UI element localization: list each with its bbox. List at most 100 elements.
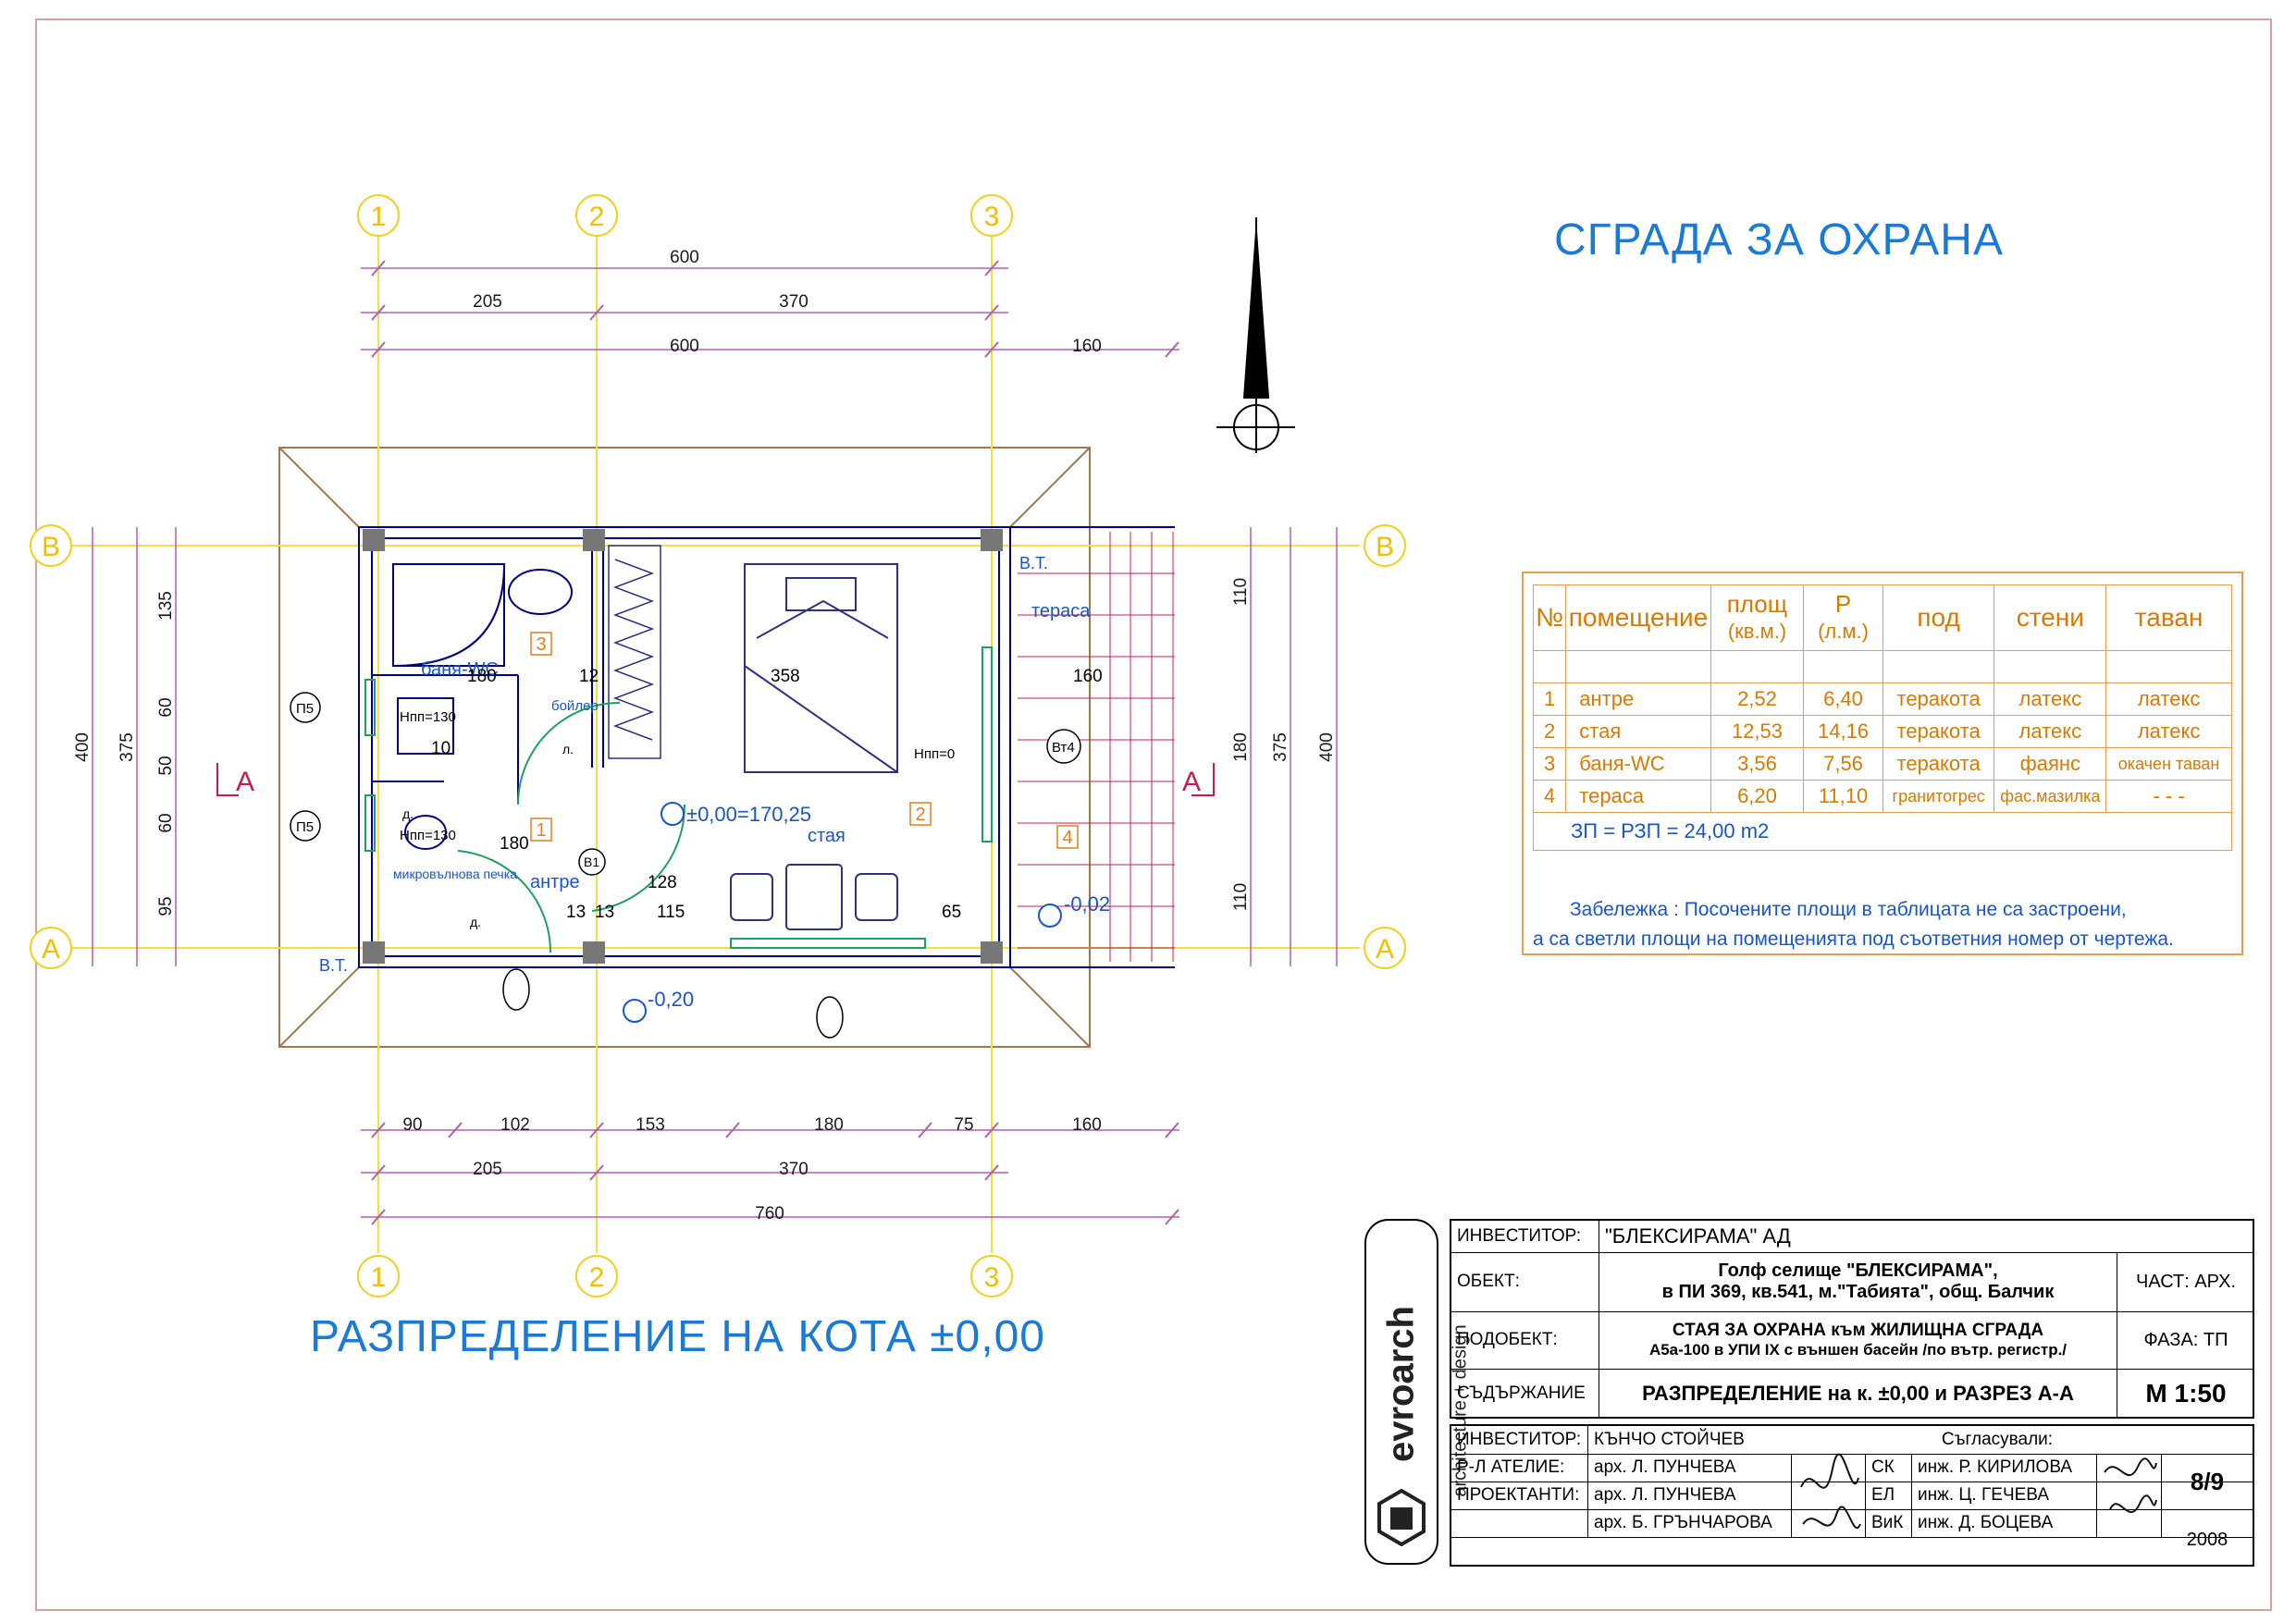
axis-bubbles	[30, 194, 1406, 1297]
dim-right-180: 180	[1231, 732, 1251, 762]
content-label: СЪДЪРЖАНИЕ	[1451, 1369, 1599, 1419]
vik-label: ВиК	[1866, 1509, 1912, 1537]
axis-1-bottom	[357, 1255, 400, 1297]
level-main-icon	[660, 802, 685, 826]
company-logo: evroarch architecture + design	[1364, 1219, 1471, 1565]
designer1-value: арх. Л. ПУНЧЕВА	[1588, 1482, 1792, 1509]
room-schedule-table: № помещение площ (кв.м.) P (л.м.) под ст…	[1522, 572, 2243, 955]
axis-2-top	[575, 194, 618, 237]
room-number-boxes	[530, 632, 1079, 849]
summary-row: ЗП = РЗП = 24,00 m2	[1533, 812, 2232, 851]
dim-right-400: 400	[1317, 732, 1337, 762]
col-walls: стени	[1994, 584, 2107, 651]
tag-vt4	[1046, 729, 1081, 764]
room-number-text: 3 1 2 4	[536, 634, 1072, 848]
col-p: P (л.м.)	[1803, 584, 1883, 651]
label-level-outside: -0,20	[648, 988, 694, 1011]
label-vt-top: В.Т.	[1019, 554, 1048, 572]
axis-1-top-label: 1	[371, 202, 387, 232]
dim-i-13b: 13	[595, 903, 614, 922]
col-area-top: площ	[1726, 590, 1788, 618]
table-row: 3 баня-WC 3,56 7,56 теракота фаянс окаче…	[1532, 747, 2232, 781]
label-vt4: Вт4	[1052, 740, 1075, 756]
logo-mark-icon	[1377, 1489, 1426, 1546]
vik-value: инж. Д. БОЦЕВА	[1912, 1509, 2097, 1537]
level-markers	[623, 802, 1062, 1023]
dim-bot-90: 90	[402, 1115, 422, 1135]
title-block-main: ИНВЕСТИТОР: "БЛЕКСИРАМА" АД ОБЕКТ: Голф …	[1450, 1219, 2254, 1419]
note-line-2: а са светли площи на помещенията под съо…	[1533, 928, 2174, 950]
wardrobe	[608, 545, 661, 759]
dim-i-91: 10	[431, 739, 451, 758]
head-value: арх. Л. ПУНЧЕВА	[1588, 1454, 1792, 1482]
dim-right-375: 375	[1271, 732, 1290, 762]
dim-left-60b: 60	[156, 813, 176, 832]
room-num-4: 4	[1062, 828, 1072, 848]
label-antre: антре	[530, 872, 580, 892]
object-label: ОБЕКТ:	[1451, 1252, 1599, 1311]
bed	[744, 563, 898, 773]
dim-bot-153: 153	[636, 1115, 665, 1135]
axis-b-right	[1364, 524, 1406, 567]
axis-a-left	[30, 927, 72, 969]
title-block: evroarch architecture + design ИНВЕСТИТО…	[1364, 1219, 2256, 1567]
col-area: площ (кв.м.)	[1710, 584, 1805, 651]
investor2-label: ИНВЕСТИТОР:	[1451, 1426, 1588, 1454]
dim-left-95: 95	[156, 896, 176, 916]
drawing-frame	[35, 18, 2272, 1611]
dim-bot-205: 205	[473, 1160, 502, 1179]
section-a-left: А	[236, 767, 254, 797]
agreed-label: Съгласували:	[1941, 1430, 2054, 1449]
el-label: ЕЛ	[1866, 1482, 1912, 1509]
label-l1: л.	[562, 742, 574, 756]
dim-left-135: 135	[156, 591, 176, 621]
dim-bot-75: 75	[954, 1115, 973, 1135]
dim-bot-160: 160	[1072, 1115, 1102, 1135]
axis-3-top	[970, 194, 1013, 237]
dim-i-180: 180	[467, 667, 497, 686]
dimension-ticks	[371, 260, 1179, 1225]
table-note: Забележка : Посочените площи в таблицата…	[1533, 895, 2236, 954]
room-num-3: 3	[536, 634, 546, 655]
label-p5a: П5	[296, 701, 314, 717]
investor-value: "БЛЕКСИРАМА" АД	[1605, 1224, 1791, 1248]
label-npp-window: Нпп=0	[914, 746, 955, 762]
dim-left-400: 400	[73, 732, 93, 762]
axis-a-right-label: A	[1376, 934, 1394, 965]
section-a-right: А	[1182, 767, 1201, 797]
room-labels: баня-WC бойлер стая антре тераса В.Т. В.…	[296, 554, 1110, 1011]
dimension-text: 600 205 370 600 160 90 102 153 180 75 16…	[402, 248, 1101, 1223]
subobject-label: ПОДОБЕКТ:	[1451, 1311, 1599, 1369]
dim-bot-760: 760	[755, 1204, 784, 1223]
dim-i-50: 65	[942, 903, 961, 922]
dim-i-115: 115	[657, 903, 685, 922]
dim-bot-370: 370	[779, 1160, 809, 1179]
dim-i-358: 358	[771, 667, 800, 686]
grid-lines	[65, 236, 1360, 1253]
sk-value: инж. Р. КИРИЛОВА	[1912, 1454, 2097, 1482]
subobject-value: СТАЯ ЗА ОХРАНА към ЖИЛИЩНА СГРАДА А5а-10…	[1599, 1311, 2117, 1369]
subobject-line-1: СТАЯ ЗА ОХРАНА към ЖИЛИЩНА СГРАДА	[1672, 1321, 2044, 1340]
designer2-value: арх. Б. ГРЪНЧАРОВА	[1588, 1509, 1792, 1537]
col-p-bot: (л.м.)	[1818, 620, 1869, 643]
axis-b-left-label: B	[42, 532, 60, 562]
el-value: инж. Ц. ГЕЧЕВА	[1912, 1482, 2097, 1509]
table-row: 1 антре 2,52 6,40 теракота латекс латекс	[1532, 682, 2232, 716]
dim-top-overall: 600	[670, 248, 699, 267]
terrace-grid	[1018, 532, 1175, 962]
tag-p5-a	[290, 692, 321, 723]
axis-1-bottom-label: 1	[371, 1262, 387, 1293]
dim-i-160: 160	[1073, 667, 1103, 686]
axis-1-top	[357, 194, 400, 237]
dim-left-375: 375	[117, 732, 137, 762]
section-labels: А А	[236, 767, 1201, 797]
room-num-1: 1	[536, 820, 546, 841]
door-swings	[457, 702, 686, 953]
axis-2-top-label: 2	[589, 202, 605, 232]
plan-title: РАЗПРЕДЕЛЕНИЕ НА КОТА ±0,00	[310, 1312, 1045, 1361]
label-level-main: ±0,00=170,25	[686, 803, 811, 826]
tag-vh	[502, 968, 530, 1011]
title-block-signatures: ИНВЕСТИТОР: КЪНЧО СТОЙЧЕВ Съгласували: Р…	[1450, 1424, 2254, 1567]
object-line-2: в ПИ 369, кв.541, м."Табията", общ. Балч…	[1661, 1282, 2055, 1302]
walls	[358, 526, 1175, 968]
